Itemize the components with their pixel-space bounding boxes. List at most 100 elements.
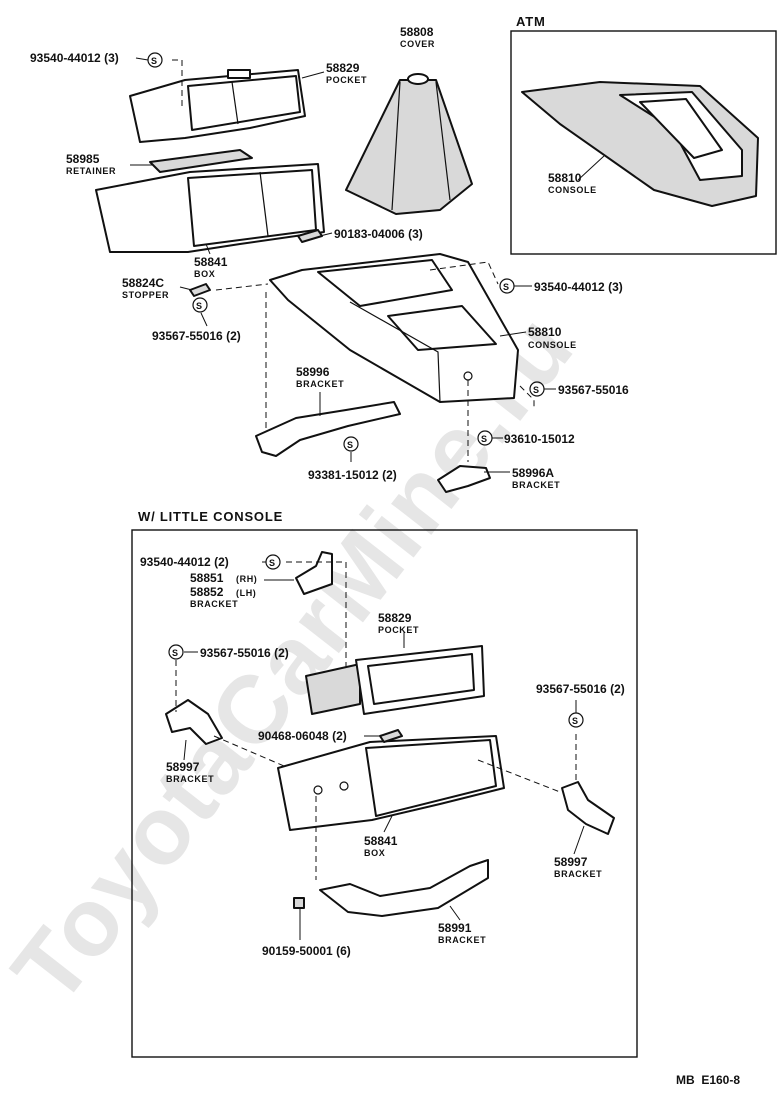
svg-text:S: S bbox=[572, 716, 579, 726]
callout-58808: 58808 bbox=[400, 25, 434, 39]
assembly-line bbox=[286, 561, 347, 670]
little-console-frame bbox=[131, 529, 638, 1058]
box-58841-shape bbox=[95, 163, 325, 253]
bracket-58991-shape bbox=[319, 859, 489, 917]
callout-58991: 58991 bbox=[438, 921, 472, 935]
assembly-line bbox=[172, 59, 183, 108]
callout-58829-little: 58829 bbox=[378, 611, 412, 625]
callout-90183-04006: 90183-04006 (3) bbox=[334, 227, 423, 241]
screw-marker: S bbox=[168, 644, 184, 660]
screw-marker: S bbox=[147, 52, 163, 68]
bracket-58997-left-shape bbox=[165, 699, 223, 745]
callout-name-box: BOX bbox=[364, 848, 385, 858]
callout-name-bracket: BRACKET bbox=[512, 480, 560, 490]
callout-name-console: CONSOLE bbox=[528, 340, 577, 350]
callout-58829: 58829 bbox=[326, 61, 360, 75]
callout-58997-right: 58997 bbox=[554, 855, 588, 869]
cover-58808-shape bbox=[345, 73, 473, 215]
leader-line bbox=[135, 57, 149, 61]
svg-text:S: S bbox=[196, 301, 203, 311]
pocket-58829-shape bbox=[129, 69, 306, 143]
bracket-58997-right-shape bbox=[561, 781, 615, 835]
stopper-58824c-shape bbox=[189, 283, 211, 297]
callout-name-bracket: BRACKET bbox=[296, 379, 344, 389]
leader-line bbox=[577, 155, 605, 181]
console-58810-shape bbox=[269, 253, 519, 403]
pocket-58829-little-shape bbox=[305, 645, 485, 715]
clip-90468-shape bbox=[379, 729, 403, 743]
callout-name-pocket: POCKET bbox=[378, 625, 419, 635]
callout-93567-55016: 93567-55016 (2) bbox=[536, 682, 625, 696]
callout-name-box: BOX bbox=[194, 269, 215, 279]
assembly-line bbox=[215, 283, 269, 291]
callout-name-bracket: BRACKET bbox=[554, 869, 602, 879]
little-console-title: W/ LITTLE CONSOLE bbox=[138, 509, 283, 524]
callout-90468-06048: 90468-06048 (2) bbox=[258, 729, 347, 743]
screw-marker: S bbox=[265, 554, 281, 570]
retainer-58985-shape bbox=[149, 149, 253, 173]
callout-93540-44012: 93540-44012 (3) bbox=[534, 280, 623, 294]
leader-line bbox=[179, 286, 193, 291]
screw-marker: S bbox=[568, 712, 584, 728]
callout-58852: 58852 bbox=[190, 585, 224, 599]
callout-name-console-atm: CONSOLE bbox=[548, 185, 597, 195]
svg-text:S: S bbox=[503, 282, 510, 292]
callout-93610-15012: 93610-15012 bbox=[504, 432, 575, 446]
leader-line bbox=[183, 739, 187, 761]
callout-93540-44012: 93540-44012 (2) bbox=[140, 555, 229, 569]
bracket-58996a-shape bbox=[437, 465, 491, 493]
svg-text:S: S bbox=[151, 56, 158, 66]
leader-line bbox=[449, 905, 461, 921]
screw-marker: S bbox=[343, 436, 359, 452]
bracket-58851-shape bbox=[295, 551, 333, 595]
callout-58841-little: 58841 bbox=[364, 834, 398, 848]
callout-name-cover: COVER bbox=[400, 39, 435, 49]
callout-90159-50001: 90159-50001 (6) bbox=[262, 944, 351, 958]
callout-58996a: 58996A bbox=[512, 466, 554, 480]
callout-58841: 58841 bbox=[194, 255, 228, 269]
leader-line bbox=[573, 825, 585, 855]
svg-text:S: S bbox=[347, 440, 354, 450]
leader-line bbox=[200, 312, 208, 327]
leader-line bbox=[205, 243, 211, 255]
box-58841-little-shape bbox=[277, 735, 505, 831]
svg-text:S: S bbox=[533, 385, 540, 395]
callout-93540-44012: 93540-44012 (3) bbox=[30, 51, 119, 65]
svg-text:S: S bbox=[269, 558, 276, 568]
callout-name-stopper: STOPPER bbox=[122, 290, 169, 300]
watermark: ToyotaCarMine.ru bbox=[0, 294, 594, 1023]
leader-line bbox=[319, 232, 333, 237]
callout-58985: 58985 bbox=[66, 152, 100, 166]
callout-tag-lh: (LH) bbox=[236, 588, 256, 598]
screw-90159-shape bbox=[293, 897, 305, 909]
callout-58997-left: 58997 bbox=[166, 760, 200, 774]
callout-58810: 58810 bbox=[528, 325, 562, 339]
callout-93567-55016: 93567-55016 bbox=[558, 383, 629, 397]
assembly-line bbox=[213, 735, 285, 767]
leader-line bbox=[499, 331, 527, 337]
callout-name-bracket: BRACKET bbox=[190, 599, 238, 609]
callout-tag-rh: (RH) bbox=[236, 574, 257, 584]
callout-name-retainer: RETAINER bbox=[66, 166, 116, 176]
callout-name-bracket: BRACKET bbox=[438, 935, 486, 945]
atm-console-shape bbox=[521, 81, 759, 207]
callout-93567-55016: 93567-55016 (2) bbox=[152, 329, 241, 343]
callout-58824c: 58824C bbox=[122, 276, 164, 290]
callout-93381-15012: 93381-15012 (2) bbox=[308, 468, 397, 482]
callout-58810-atm: 58810 bbox=[548, 171, 582, 185]
callout-93567-55016: 93567-55016 (2) bbox=[200, 646, 289, 660]
callout-58996: 58996 bbox=[296, 365, 330, 379]
leader-line bbox=[383, 815, 393, 833]
svg-text:S: S bbox=[481, 434, 488, 444]
bracket-58996-shape bbox=[255, 401, 401, 457]
callout-name-pocket: POCKET bbox=[326, 75, 367, 85]
atm-inset-frame bbox=[510, 30, 777, 255]
callout-58851: 58851 bbox=[190, 571, 224, 585]
leader-line bbox=[301, 71, 325, 79]
svg-text:S: S bbox=[172, 648, 179, 658]
assembly-line bbox=[429, 261, 499, 285]
screw-marker: S bbox=[499, 278, 515, 294]
screw-marker: S bbox=[192, 297, 208, 313]
